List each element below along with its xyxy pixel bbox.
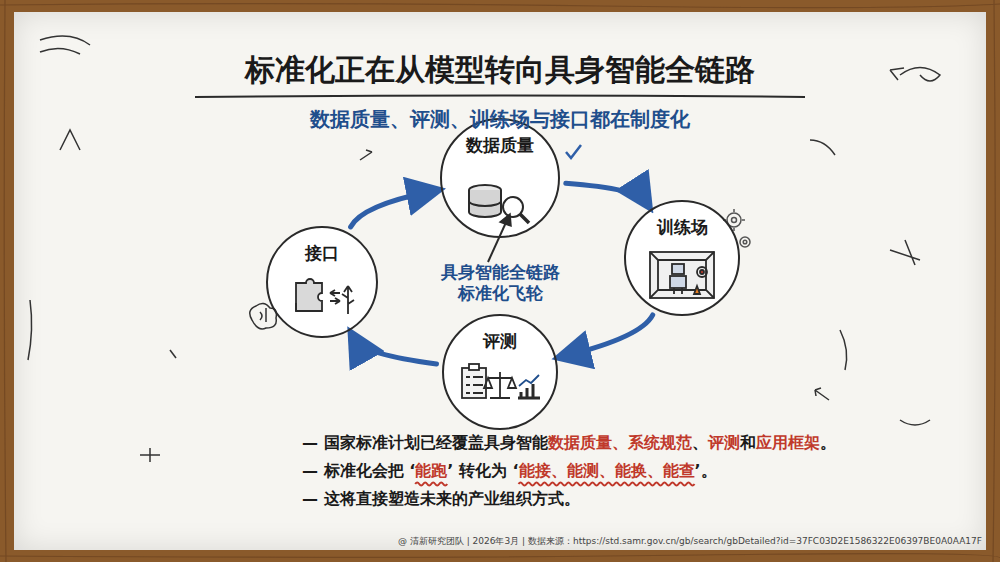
highlight-text: 评测 xyxy=(708,433,740,454)
bullet-text: — 国家标准计划已经覆盖具身智能 xyxy=(302,433,548,454)
title: 标准化正在从模型转向具身智能全链路 xyxy=(245,50,755,91)
cycle-node: 训练场 xyxy=(624,200,740,316)
node-label: 接口 xyxy=(268,242,376,265)
cycle-arrow xyxy=(566,183,645,201)
highlight-text: 数据质量 xyxy=(548,433,612,454)
node-label: 数据质量 xyxy=(442,134,558,157)
cycle-node: 接口 xyxy=(266,226,378,338)
label-text: 数据质量、评测、训练场与接口都在制度化 xyxy=(310,106,690,133)
cycle-arrow xyxy=(355,339,437,364)
highlight-text: 能跑 xyxy=(415,461,447,482)
bullet-text: 、 xyxy=(692,433,708,454)
bullet-text: — 标准化会把 ‘ xyxy=(302,461,415,482)
bullet-text: 。 xyxy=(820,433,836,454)
wavy-underline xyxy=(519,483,695,486)
node-label: 训练场 xyxy=(626,216,738,239)
node-label: 评测 xyxy=(444,330,556,353)
bullet-text: 和 xyxy=(740,433,756,454)
highlight-text: 系统规范 xyxy=(628,433,692,454)
highlight-text: 能接、能测、能换、能查 xyxy=(519,461,695,482)
highlight-text: 、 xyxy=(612,433,628,454)
bullet-text: ’ 转化为 ‘ xyxy=(447,461,518,482)
cycle-arrow xyxy=(351,192,432,227)
cycle-arrow xyxy=(566,315,653,356)
highlight-text: 应用框架 xyxy=(756,433,820,454)
cycle-node: 评测 xyxy=(442,314,558,430)
cycle-node: 数据质量 xyxy=(440,118,560,238)
label-text: 具身智能全链路 标准化飞轮 xyxy=(435,262,565,305)
wavy-underline xyxy=(415,483,447,486)
caption: @ 清新研究团队 | 2026年3月 | 数据来源：https://std.sa… xyxy=(398,535,982,548)
bullet-text: ’。 xyxy=(695,461,717,482)
bullet-text: — 这将直接塑造未来的产业组织方式。 xyxy=(302,489,580,510)
